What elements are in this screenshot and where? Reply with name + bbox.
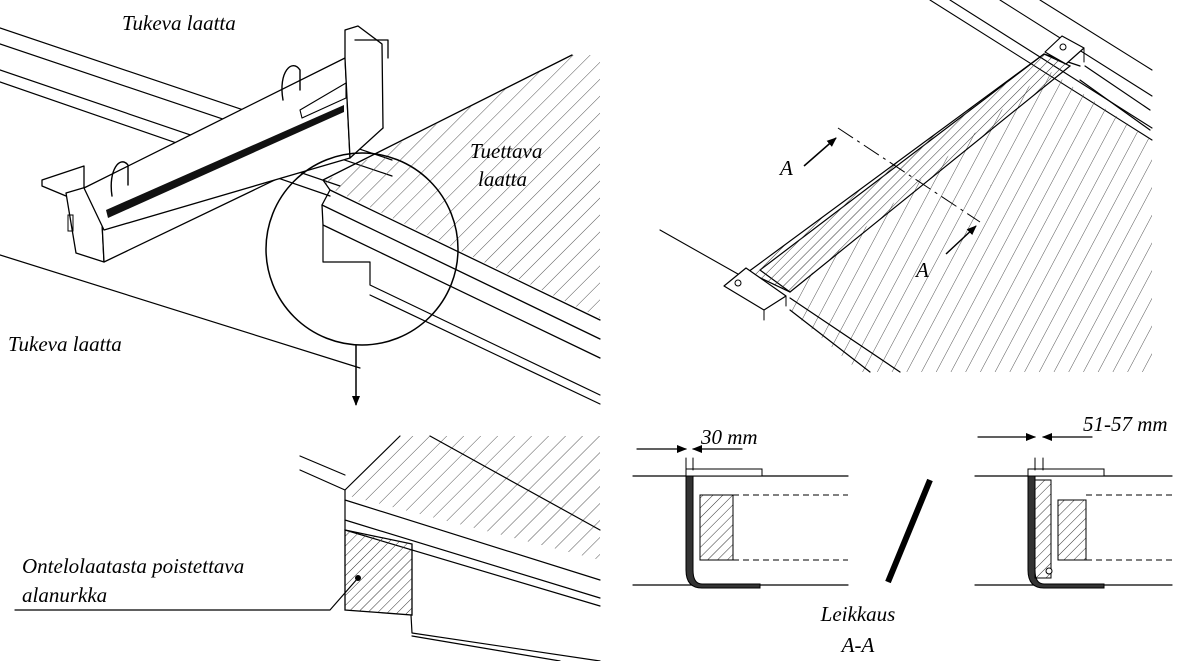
removed-lower-corner (344, 529, 413, 616)
section-arrow-bottom (945, 225, 977, 255)
label-supported-slab-1: Tuettava (470, 139, 542, 163)
label-supported-slab-2: laatta (478, 167, 527, 191)
corner-detail-view: Ontelolaatasta poistettava alanurkka (14, 435, 601, 661)
section-separator-slash (885, 478, 933, 584)
section-marker-a-top: A (778, 156, 793, 180)
supported-slab (321, 54, 601, 405)
section-marker-a-bottom: A (914, 258, 929, 282)
label-supporting-slab-top: Tukeva laatta (122, 11, 236, 35)
detail-magnifier-circle (265, 152, 459, 346)
plan-bracket-tab-top (1044, 35, 1085, 65)
isometric-view: Tukeva laatta Tuettava laatta Tukeva laa… (0, 11, 601, 406)
label-section-caption-1: Leikkaus (820, 602, 896, 626)
label-remove-corner-2: alanurkka (22, 583, 107, 607)
label-remove-corner-1: Ontelolaatasta poistettava (22, 554, 244, 578)
plan-bracket-tab-bottom (723, 267, 787, 321)
label-section-caption-2: A-A (840, 633, 875, 657)
section-a-a: 30 mm 51-57 mm Leikkaus A-A (632, 412, 1173, 657)
label-supporting-slab-left: Tukeva laatta (8, 332, 122, 356)
section-variant-51-57mm: 51-57 mm (974, 412, 1173, 589)
section-variant-30mm: 30 mm (632, 425, 849, 589)
plan-view: A A (659, 0, 1153, 373)
steel-hanger-bracket (41, 25, 389, 263)
section-arrow-top (803, 137, 837, 167)
dimension-51-57mm: 51-57 mm (1083, 412, 1168, 436)
plan-hanger-strip (746, 53, 1072, 293)
section-cut-line (837, 127, 981, 223)
dimension-30mm: 30 mm (700, 425, 758, 449)
plan-supported-slab (790, 70, 1152, 372)
